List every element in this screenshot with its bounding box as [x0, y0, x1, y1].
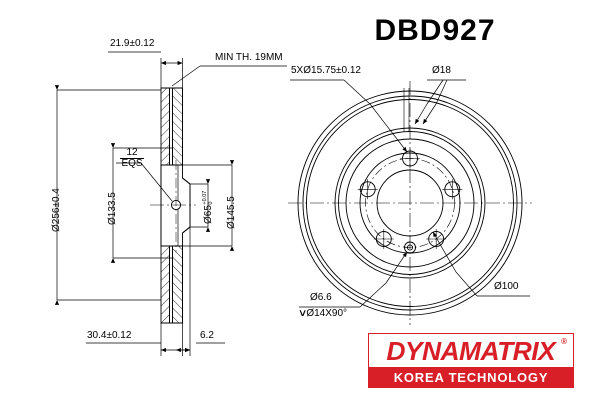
dim-hole-count: 12 [120, 148, 144, 159]
dim-countersink: Ø14X90° [306, 308, 348, 319]
dim-countersink-group: ∨Ø14X90° [297, 308, 348, 320]
front-dimension-lines [290, 79, 530, 308]
dim-overall-thickness: 21.9±0.12 [110, 38, 155, 49]
dim-pilot-hole: Ø18 [432, 65, 451, 76]
dim-locating-hole: Ø6.6 [310, 292, 332, 303]
section-view-geometry [150, 87, 196, 324]
dim-bolt-circle-diameter: Ø133.5 [107, 192, 118, 225]
dim-hole-spacing: EQS [121, 158, 143, 169]
dim-hub-bore: Ø65 [203, 205, 215, 224]
section-dimension-lines [54, 51, 287, 356]
dim-overall-height: 30.4±0.12 [87, 330, 132, 341]
logo-tagline-text: KOREA TECHNOLOGY [393, 369, 549, 385]
countersink-symbol-icon: ∨ [297, 308, 308, 319]
dim-hole-count-group: 12 EQS [120, 148, 144, 169]
dim-center-bore: Ø100 [494, 281, 519, 292]
dim-bolt-holes: 5XØ15.75±0.12 [291, 65, 361, 76]
logo-tagline-band: KOREA TECHNOLOGY [369, 367, 573, 387]
page-title: DBD927 [374, 14, 496, 47]
front-view-geometry [288, 81, 532, 325]
registered-mark-icon: ® [561, 337, 567, 346]
note-min-thickness: MIN TH. 19MM [215, 52, 283, 63]
dim-hat-thickness: 6.2 [200, 330, 214, 341]
brand-logo: DYNAMATRIX ® KOREA TECHNOLOGY [368, 333, 574, 388]
dim-outer-diameter: Ø256±0.4 [51, 188, 62, 232]
dim-vent-diameter: Ø145.5 [226, 196, 237, 229]
tolerance-lower: 0 [207, 201, 214, 205]
logo-brand-text: DYNAMATRIX [386, 335, 556, 366]
logo-brand-area: DYNAMATRIX ® [369, 334, 573, 367]
